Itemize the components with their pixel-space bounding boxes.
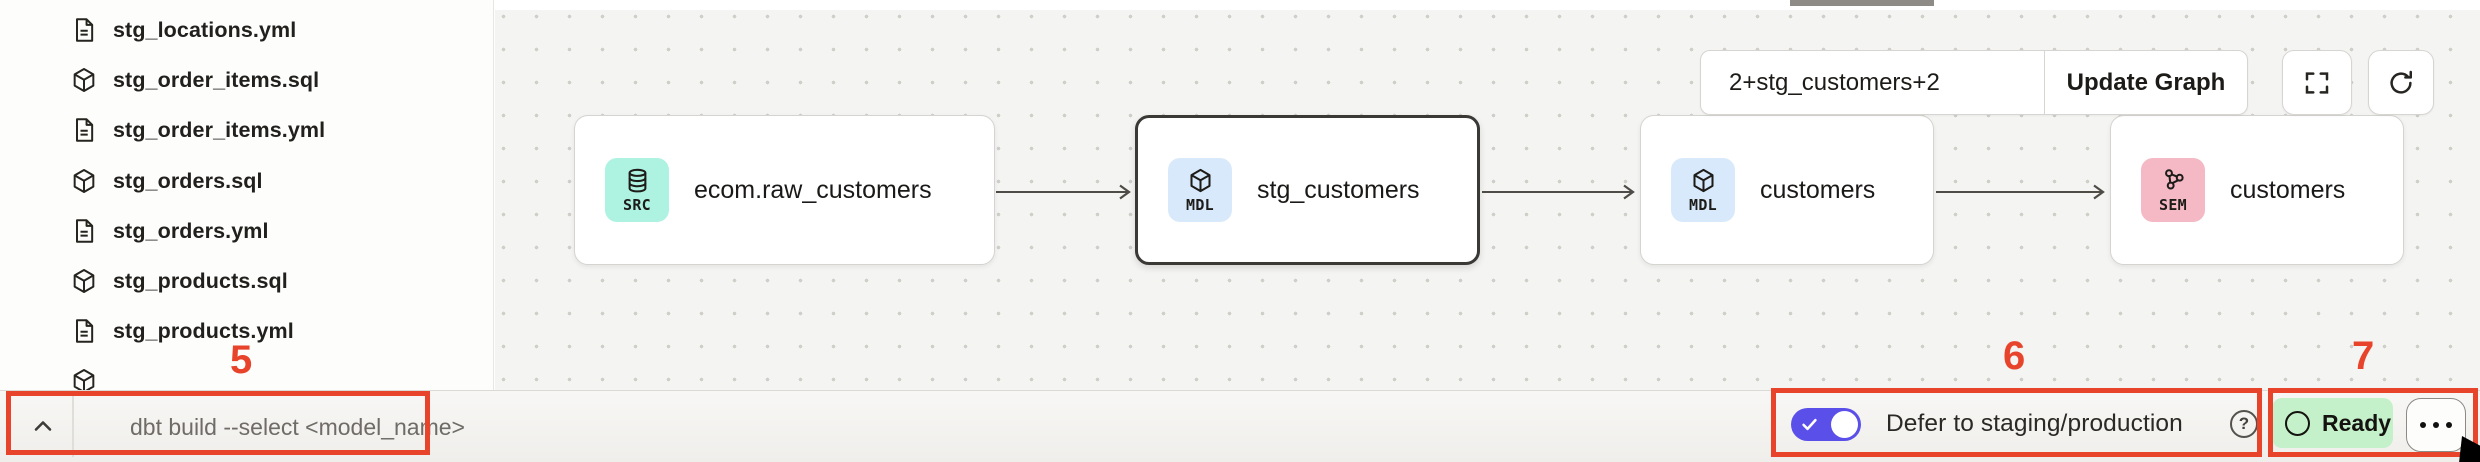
expand-panel-button[interactable]: [20, 403, 66, 449]
node-label: customers: [1760, 175, 1876, 204]
file-name: stg_products.yml: [113, 318, 294, 343]
defer-toggle-label: Defer to staging/production: [1886, 410, 2183, 437]
graph-selector-group: 2+stg_customers+2 Update Graph: [1700, 50, 2248, 115]
file-item-stg-products-sql[interactable]: stg_products.sql: [0, 258, 493, 304]
refresh-button[interactable]: [2368, 50, 2434, 115]
document-icon: [70, 317, 98, 345]
file-item-stg-locations-yml[interactable]: stg_locations.yml: [0, 7, 493, 53]
badge-label: MDL: [1689, 195, 1717, 214]
lineage-edge: [1936, 182, 2109, 202]
chevron-up-icon: [34, 421, 52, 431]
model-cube-icon: [70, 367, 98, 390]
command-input[interactable]: dbt build --select <model_name>: [130, 413, 465, 440]
model-badge: MDL: [1168, 158, 1232, 222]
file-name: stg_orders.yml: [113, 218, 269, 243]
file-item-stg-orders-sql[interactable]: stg_orders.sql: [0, 158, 493, 204]
overflow-menu-button[interactable]: [2406, 398, 2466, 452]
model-cube-icon: [1189, 168, 1211, 192]
file-item-stg-orders-yml[interactable]: stg_orders.yml: [0, 208, 493, 254]
source-badge: SRC: [605, 158, 669, 222]
document-icon: [70, 217, 98, 245]
mouse-cursor: [2452, 436, 2480, 462]
node-label: customers: [2230, 175, 2346, 204]
file-item-stg-order-items-yml[interactable]: stg_order_items.yml: [0, 107, 493, 153]
file-name: stg_order_items.sql: [113, 67, 320, 92]
semantic-graph-icon: [2164, 168, 2184, 189]
defer-toggle[interactable]: [1791, 408, 1861, 441]
node-label: ecom.raw_customers: [694, 175, 932, 204]
document-icon: [70, 116, 98, 144]
lineage-node-semantic-customers[interactable]: SEM customers: [2110, 115, 2404, 265]
file-item-stg-order-items-sql[interactable]: stg_order_items.sql: [0, 57, 493, 103]
model-cube-icon: [1692, 168, 1714, 192]
model-badge: MDL: [1671, 158, 1735, 222]
file-name: stg_order_items.yml: [113, 117, 326, 142]
selector-input[interactable]: 2+stg_customers+2: [1701, 51, 2045, 114]
fullscreen-icon: [2305, 71, 2329, 94]
command-bar-divider: [72, 395, 74, 457]
badge-label: SEM: [2159, 195, 2187, 214]
update-graph-button[interactable]: Update Graph: [2066, 68, 2226, 96]
help-icon[interactable]: ?: [2230, 410, 2258, 438]
status-badge: Ready: [2272, 398, 2393, 448]
model-cube-icon: [70, 267, 98, 295]
status-circle-icon: [2285, 410, 2310, 436]
command-bar: dbt build --select <model_name>: [0, 390, 2480, 462]
file-tree-panel: stg_locations.yml stg_order_items.sql st…: [0, 0, 494, 390]
refresh-icon: [2390, 70, 2412, 94]
model-cube-icon: [70, 167, 98, 195]
lineage-edge: [1482, 182, 1639, 202]
toggle-knob: [1831, 411, 1858, 438]
document-icon: [70, 16, 98, 44]
badge-label: MDL: [1186, 195, 1214, 214]
semantic-badge: SEM: [2141, 158, 2205, 222]
fullscreen-button[interactable]: [2282, 50, 2352, 115]
node-label: stg_customers: [1257, 175, 1420, 204]
file-name: stg_products.sql: [113, 268, 288, 293]
file-item-partial[interactable]: [0, 358, 493, 390]
database-icon: [628, 168, 646, 192]
lineage-edge: [996, 182, 1135, 202]
lineage-node-model-stg-customers[interactable]: MDL stg_customers: [1135, 115, 1480, 265]
horizontal-scroll-indicator[interactable]: [1790, 0, 1934, 6]
status-label: Ready: [2322, 409, 2392, 436]
lineage-node-source-ecom-raw-customers[interactable]: SRC ecom.raw_customers: [574, 115, 995, 265]
lineage-node-model-customers[interactable]: MDL customers: [1640, 115, 1934, 265]
file-item-stg-products-yml[interactable]: stg_products.yml: [0, 308, 493, 354]
file-name: stg_locations.yml: [113, 17, 297, 42]
ellipsis-icon: [2420, 422, 2426, 428]
check-icon: [1802, 418, 1817, 431]
file-name: stg_orders.sql: [113, 168, 263, 193]
badge-label: SRC: [623, 195, 651, 214]
model-cube-icon: [70, 66, 98, 94]
